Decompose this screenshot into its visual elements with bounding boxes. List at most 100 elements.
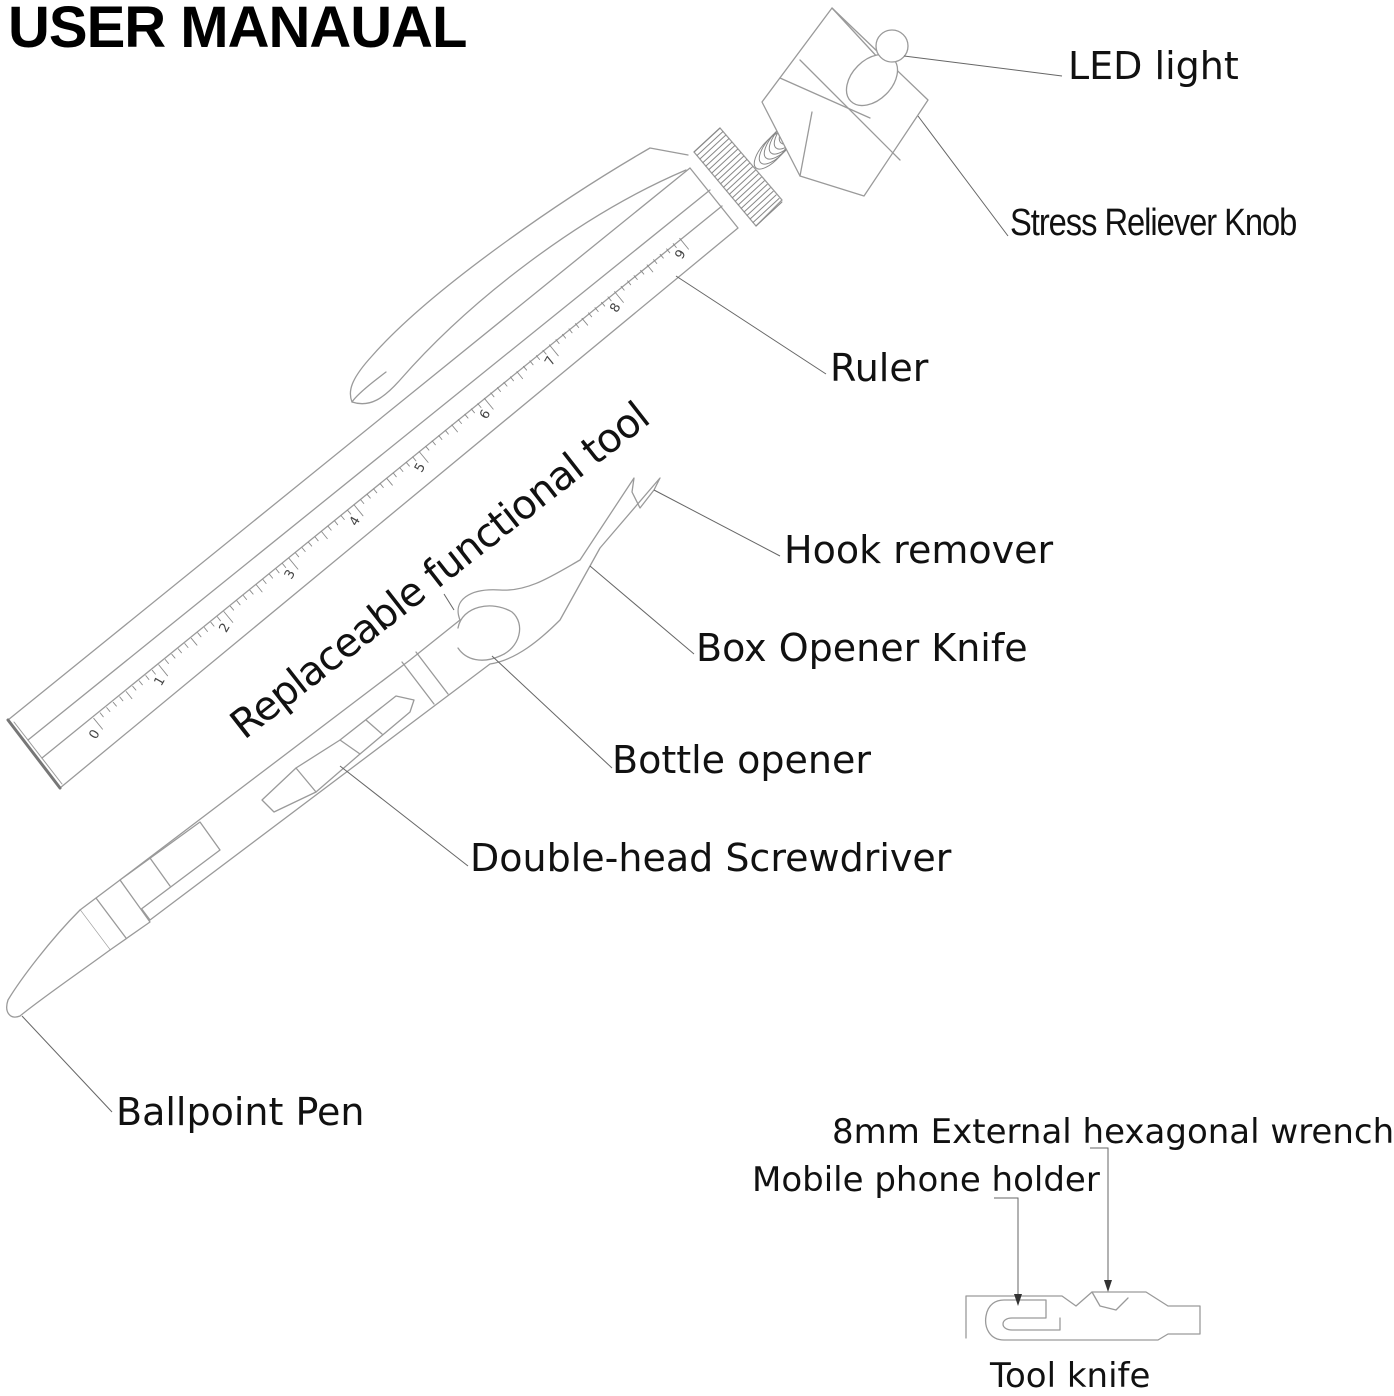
ruler-tick (627, 280, 632, 286)
collar-thread (699, 134, 727, 160)
ruler-tick (301, 547, 306, 552)
leader-phone (994, 1197, 1019, 1304)
ruler-tick (255, 584, 263, 593)
label-box-opener-knife: Box Opener Knife (696, 626, 1028, 670)
collar-thread (734, 176, 762, 202)
ruler-tick (601, 301, 606, 307)
label-tool-knife: Tool knife (990, 1356, 1151, 1396)
collar-thread (752, 198, 780, 223)
ruler-tick (321, 531, 328, 540)
leader-led (903, 55, 1063, 77)
ruler-tick (242, 595, 248, 600)
leader-knob (917, 115, 1009, 237)
ruler-tick (548, 344, 559, 357)
collar-thread (702, 138, 730, 164)
leader-pen (21, 1015, 113, 1113)
ruler-tick (672, 243, 677, 248)
ruler-tick (132, 685, 137, 691)
ruler-tick (308, 541, 313, 547)
tool-knife (965, 1291, 1201, 1341)
pen-section (6, 821, 221, 1018)
ruler-tick (477, 403, 482, 408)
ruler-tick (93, 717, 103, 730)
ruler-tick (210, 621, 215, 627)
ruler-tick (575, 323, 580, 328)
ruler-tick (236, 600, 241, 606)
ruler-tick (614, 291, 624, 303)
collar-thread (708, 145, 736, 171)
collar-thread (723, 162, 750, 188)
ruler-tick (679, 237, 689, 250)
ruler-tick (405, 461, 410, 467)
ruler-tick (197, 632, 202, 638)
ruler-tick (581, 317, 589, 326)
label-hex-wrench: 8mm External hexagonal wrench (832, 1112, 1394, 1152)
led-bulb (875, 29, 909, 63)
ruler-tick (203, 627, 208, 632)
label-hook-remover: Hook remover (784, 528, 1054, 572)
ruler-tick (438, 435, 443, 440)
ruler-tick (184, 643, 189, 648)
collar-thread (728, 169, 756, 195)
ruler-tick (418, 451, 429, 463)
collar-thread (740, 183, 768, 209)
ruler-tick (366, 493, 371, 499)
ruler-tick (125, 691, 133, 700)
ruler-tick (483, 397, 494, 410)
ruler-tick (542, 349, 547, 355)
ruler-tick (522, 365, 528, 371)
ruler-tick (269, 573, 274, 579)
ruler-tick (288, 557, 299, 570)
ruler-tick (119, 696, 124, 702)
ruler-tick (347, 509, 352, 515)
ruler-tick (529, 360, 534, 366)
ruler-tick (340, 515, 345, 520)
ruler-tick (373, 488, 378, 494)
ruler-tick (620, 285, 625, 291)
ruler-tick (562, 333, 567, 339)
ruler-tick (535, 355, 541, 360)
collar-thread (731, 173, 759, 199)
leader-arrowheads (1014, 1280, 1112, 1306)
ruler-tick (503, 381, 508, 387)
label-double-head-screwdriver: Double-head Screwdriver (470, 836, 952, 880)
leader-screwdriver (339, 765, 469, 867)
collar-thread (696, 131, 724, 156)
label-ruler: Ruler (830, 346, 929, 390)
ruler-tick (516, 371, 524, 380)
ruler-tick (431, 440, 436, 446)
ruler-tick (509, 376, 514, 382)
ruler-tick (229, 605, 235, 611)
ruler-tick (164, 659, 169, 664)
ruler-tick (412, 456, 417, 462)
ruler-tick (353, 504, 364, 517)
ruler-tick (640, 269, 645, 275)
collar-thread (755, 201, 783, 227)
ruler-tick (457, 419, 462, 424)
ruler-tick (379, 483, 384, 488)
ruler-tick (158, 664, 169, 677)
ruler-tick (555, 339, 560, 344)
ruler-tick (588, 312, 593, 318)
screwdriver-bit (261, 695, 415, 813)
collar-thread (743, 187, 771, 213)
collar-thread (693, 127, 721, 153)
leader-hex (1090, 1147, 1109, 1290)
ruler-tick (327, 525, 332, 531)
ruler-tick (223, 611, 234, 623)
ruler-tick (392, 472, 397, 478)
collar-thread (737, 180, 765, 206)
leader-box (589, 565, 695, 655)
threaded-collar (693, 127, 783, 227)
ruler-tick (295, 552, 300, 558)
ruler-tick (249, 589, 254, 595)
ruler-tick (106, 707, 111, 712)
ruler-tick (666, 248, 671, 254)
ruler-tick (653, 259, 658, 264)
ruler-tick (568, 328, 573, 334)
ruler-tick (334, 520, 339, 526)
ruler-tick (151, 669, 156, 675)
page-title: USER MANAUAL (8, 0, 467, 60)
label-ballpoint-pen: Ballpoint Pen (116, 1090, 365, 1134)
